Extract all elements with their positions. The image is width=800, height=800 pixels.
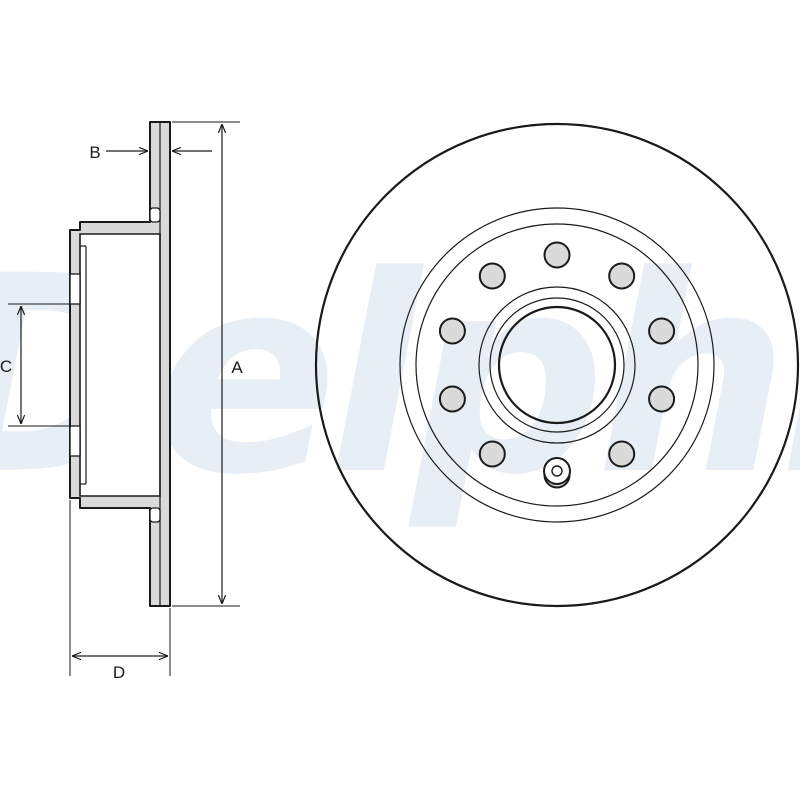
dimension-a-label: A — [231, 358, 243, 377]
dimension-b-label: B — [89, 143, 100, 162]
bolt-hole — [609, 264, 634, 289]
bolt-hole — [649, 319, 674, 344]
bolt-hole — [545, 243, 570, 268]
locating-hole-outer — [544, 458, 570, 484]
upper-bolt-hole-section — [70, 274, 80, 304]
dimension-d-label: D — [113, 663, 125, 682]
bolt-hole — [440, 387, 465, 412]
dimension-c-label: C — [0, 357, 12, 376]
locating-hole — [544, 458, 570, 484]
bolt-hole — [649, 387, 674, 412]
upper-undercut — [150, 208, 160, 222]
bolt-hole — [440, 319, 465, 344]
bolt-hole — [480, 264, 505, 289]
bolt-hole — [480, 442, 505, 467]
lower-undercut — [150, 508, 160, 522]
bolt-hole — [609, 442, 634, 467]
lower-bolt-hole-section — [70, 426, 80, 456]
hat-cavity — [80, 234, 160, 496]
